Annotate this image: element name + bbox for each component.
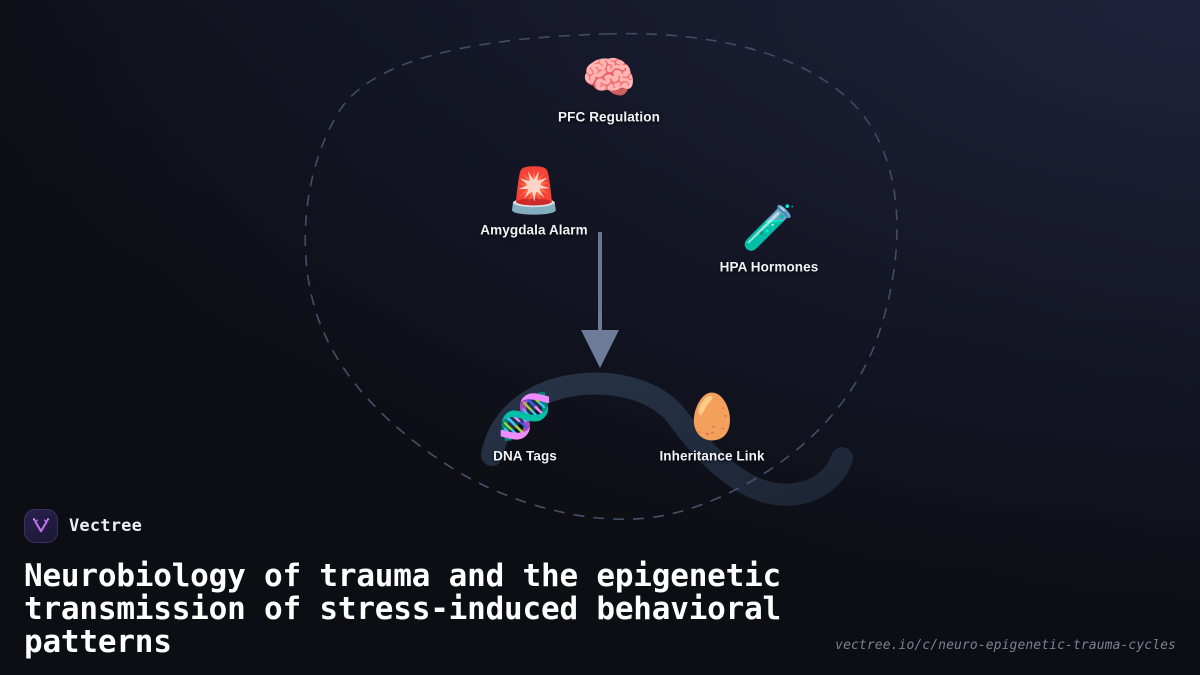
node-label: HPA Hormones bbox=[719, 259, 819, 275]
node-label: Amygdala Alarm bbox=[480, 222, 588, 238]
brain-icon: 🧠 bbox=[581, 53, 637, 103]
footer: Vectree Neurobiology of trauma and the e… bbox=[0, 509, 1200, 675]
node-label: Inheritance Link bbox=[659, 448, 765, 464]
brand-lockup[interactable]: Vectree bbox=[24, 509, 1176, 544]
vectree-logo-icon bbox=[24, 509, 58, 544]
page-title: Neurobiology of trauma and the epigeneti… bbox=[24, 558, 800, 661]
permalink-url: vectree.io/c/neuro-epigenetic-trauma-cyc… bbox=[835, 638, 1176, 653]
node-inheritance-link[interactable]: 🥚 Inheritance Link bbox=[659, 393, 764, 464]
node-label: DNA Tags bbox=[493, 448, 557, 464]
node-pfc-regulation[interactable]: 🧠 PFC Regulation bbox=[558, 54, 660, 125]
test-tube-icon: 🧪 bbox=[741, 203, 797, 253]
downward-arrow-connector bbox=[581, 232, 619, 368]
dna-icon: 🧬 bbox=[497, 392, 553, 442]
egg-icon: 🥚 bbox=[684, 392, 740, 442]
siren-icon: 🚨 bbox=[506, 166, 562, 216]
node-hpa-hormones[interactable]: 🧪 HPA Hormones bbox=[720, 204, 819, 275]
vectree-glyph bbox=[32, 518, 50, 533]
node-label: PFC Regulation bbox=[558, 109, 660, 125]
node-dna-tags[interactable]: 🧬 DNA Tags bbox=[493, 393, 557, 464]
brand-name: Vectree bbox=[69, 516, 143, 537]
node-amygdala-alarm[interactable]: 🚨 Amygdala Alarm bbox=[480, 167, 587, 238]
